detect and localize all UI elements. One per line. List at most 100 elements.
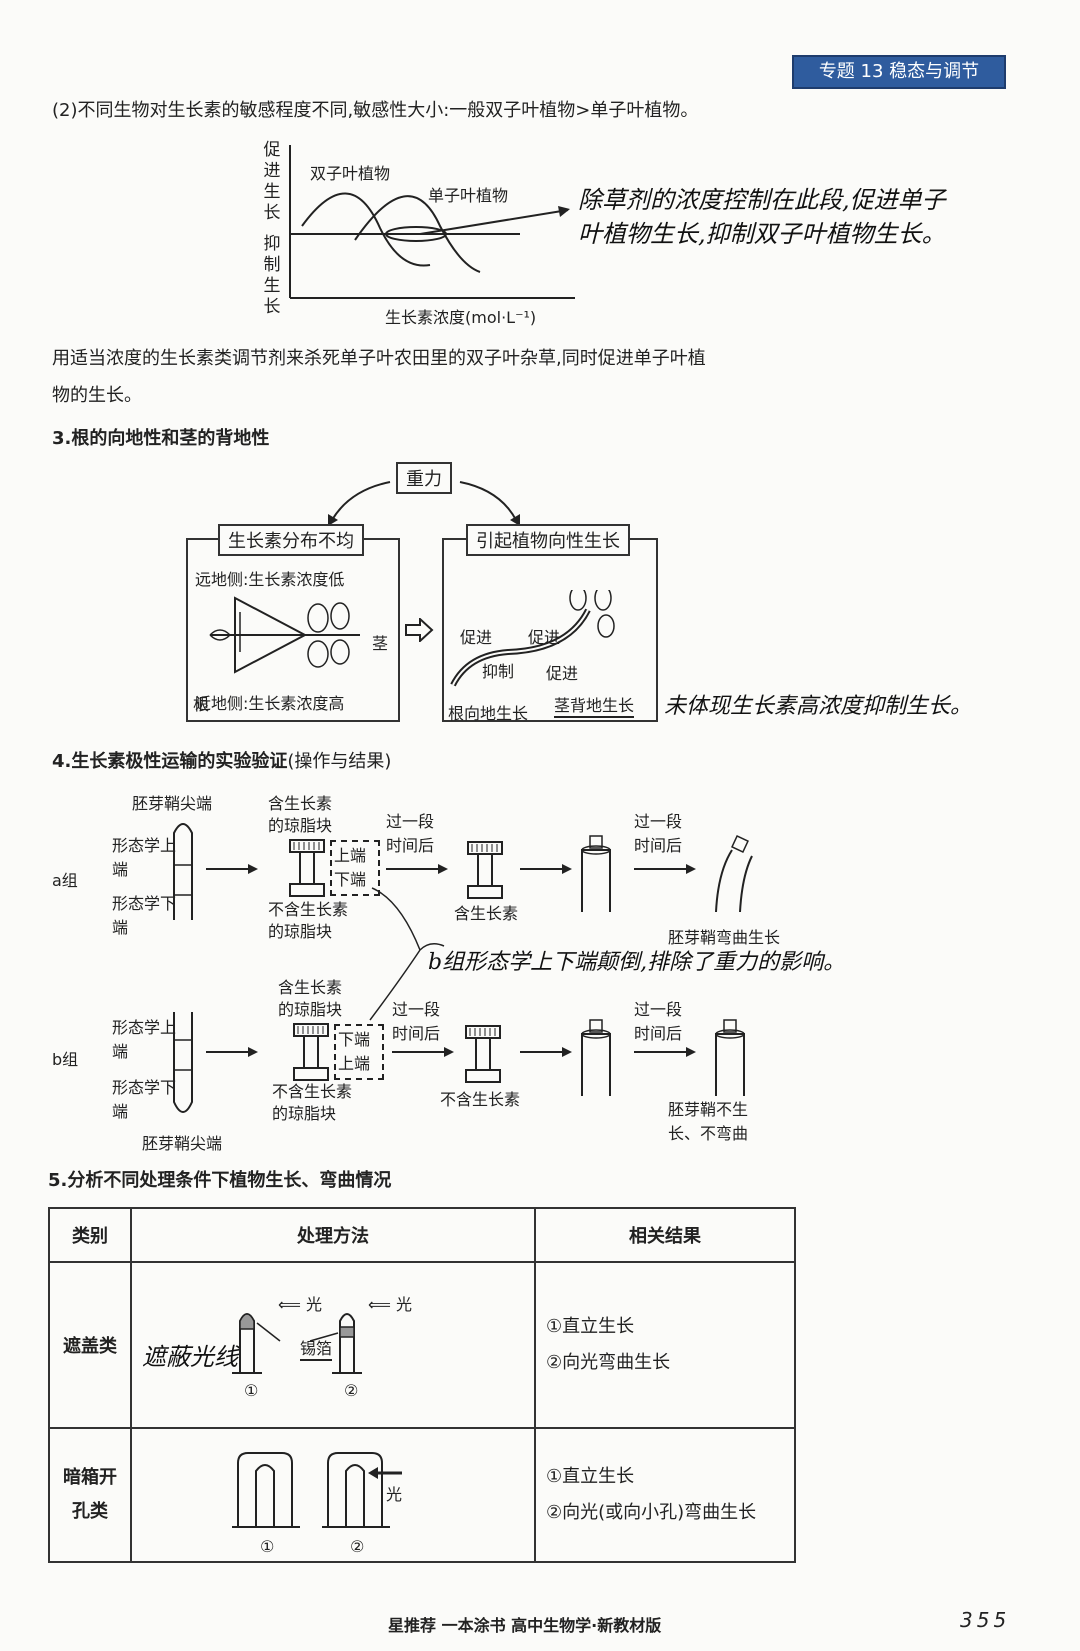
row2-result-2: ②向光(或向小孔)弯曲生长 xyxy=(546,1502,757,1523)
coleoptile-b xyxy=(173,1012,193,1113)
hollow-arrow xyxy=(405,618,434,642)
header-method: 处理方法 xyxy=(130,1207,536,1263)
table-row: 遮盖类 遮蔽光线 ⟸ 光 ⟸ 光 锡箔 ① ② ①直立生长 ②向光弯曲生长 xyxy=(48,1261,796,1429)
morph-upper-b: 形态学上端 xyxy=(112,1018,177,1061)
dark-box-setups xyxy=(232,1452,402,1528)
agar-result-b xyxy=(465,1025,501,1083)
arrow-a3 xyxy=(520,864,572,874)
range-ellipse xyxy=(385,226,447,242)
results-table: 类别 处理方法 相关结果 遮盖类 遮蔽光线 ⟸ 光 ⟸ 光 锡箔 ① ② ①直 xyxy=(48,1207,796,1563)
row2-num-2: ② xyxy=(350,1537,365,1556)
after-time-b1-2: 时间后 xyxy=(392,1024,441,1043)
gravity-arrows xyxy=(328,481,520,526)
lower-end-a: 下端 xyxy=(334,870,367,889)
root-geo-label: 根向地生长 xyxy=(448,704,529,723)
table-header-row: 类别 处理方法 相关结果 xyxy=(48,1207,796,1263)
contains-label-a: 含生长素 xyxy=(454,904,519,923)
result-b-1: 胚芽鞘不生 xyxy=(668,1100,749,1119)
group-a-label: a组 xyxy=(52,871,78,890)
footer-text: 星推荐 一本涂书 高中生物学·新教材版 xyxy=(388,1616,662,1635)
curved-coleoptile-a xyxy=(715,835,753,913)
sensitivity-graph xyxy=(289,145,575,299)
row2-category-2: 孔类 xyxy=(72,1501,108,1522)
para1: 用适当浓度的生长素类调节剂来杀死单子叶农田里的双子叶杂草,同时促进单子叶植 xyxy=(52,348,706,369)
tip-label-b: 胚芽鞘尖端 xyxy=(142,1134,223,1153)
arrow-to-note xyxy=(420,206,570,235)
row1-num-2: ② xyxy=(344,1381,359,1400)
agar-with-a-1: 含生长素 xyxy=(268,794,333,813)
tip-label-a: 胚芽鞘尖端 xyxy=(132,794,213,813)
gravity-box: 重力 xyxy=(396,462,452,494)
agar-setup-b xyxy=(293,1023,329,1081)
morph-lower-a: 形态学下端 xyxy=(112,894,177,937)
y-axis-bottom-label: 抑制生长 xyxy=(263,234,281,317)
far-side-label: 远地侧:生长素浓度低 xyxy=(195,570,345,589)
note-herbicide-1: 除草剂的浓度控制在此段,促进单子 xyxy=(578,186,946,214)
after-time-a1-2: 时间后 xyxy=(386,836,435,855)
decapitated-a xyxy=(581,835,611,912)
chapter-tag: 专题 13 稳态与调节 xyxy=(792,55,1006,89)
agar-with-a-2: 的琼脂块 xyxy=(268,816,333,835)
auxin-distribution-title: 生长素分布不均 xyxy=(218,524,364,556)
note-connector xyxy=(369,887,445,1021)
seedling-curved xyxy=(450,590,615,687)
agar-with-b-1: 含生长素 xyxy=(278,978,343,997)
agar-without-b-1: 不含生长素 xyxy=(272,1082,353,1101)
straight-coleoptile-b xyxy=(715,1019,745,1096)
after-time-a1-1: 过一段 xyxy=(386,812,435,831)
dicot-curve xyxy=(301,192,431,267)
dicot-label: 双子叶植物 xyxy=(310,164,391,183)
arrow-b3 xyxy=(520,1047,572,1057)
lower-end-b: 下端 xyxy=(338,1030,371,1049)
row1-result-2: ②向光弯曲生长 xyxy=(546,1352,671,1373)
section4-title-sub: (操作与结果) xyxy=(287,751,392,772)
monocot-label: 单子叶植物 xyxy=(428,186,509,205)
row1-num-1: ① xyxy=(244,1381,259,1400)
tropism-title: 引起植物向性生长 xyxy=(466,524,630,556)
x-axis-label: 生长素浓度(mol·L⁻¹) xyxy=(385,308,537,327)
header-category: 类别 xyxy=(48,1207,132,1263)
row1-light-text-1: 光 xyxy=(306,1295,323,1314)
agar-without-a-1: 不含生长素 xyxy=(268,900,349,919)
section3-title: 3.根的向地性和茎的背地性 xyxy=(52,428,270,449)
agar-without-b-2: 的琼脂块 xyxy=(272,1104,337,1123)
inhibit-label: 抑制 xyxy=(482,662,515,681)
page-number: 355 xyxy=(960,1608,1011,1632)
stem-label: 茎 xyxy=(372,634,389,653)
agar-without-a-2: 的琼脂块 xyxy=(268,922,333,941)
after-time-b1-1: 过一段 xyxy=(392,1000,441,1019)
upper-end-b: 上端 xyxy=(338,1054,371,1073)
coleoptile-a xyxy=(173,823,193,920)
arrow-a1 xyxy=(206,864,258,874)
section2-text: (2)不同生物对生长素的敏感程度不同,敏感性大小:一般双子叶植物>单子叶植物。 xyxy=(52,100,699,121)
foil-seedlings xyxy=(232,1313,362,1374)
arrow-b1 xyxy=(206,1047,258,1057)
section5-title: 5.分析不同处理条件下植物生长、弯曲情况 xyxy=(48,1170,392,1191)
row1-category: 遮盖类 xyxy=(48,1261,132,1429)
row1-result: ①直立生长 ②向光弯曲生长 xyxy=(534,1261,796,1429)
row2-result: ①直立生长 ②向光(或向小孔)弯曲生长 xyxy=(534,1427,796,1563)
after-time-b2-1: 过一段 xyxy=(634,1000,683,1019)
foil-label: 锡箔 xyxy=(300,1335,333,1361)
arrow-b2 xyxy=(392,1047,454,1057)
table-row: 暗箱开 孔类 光 ① ② ①直立生长 ②向光(或向小孔)弯曲生长 xyxy=(48,1427,796,1563)
after-time-b2-2: 时间后 xyxy=(634,1024,683,1043)
row1-light-2: ⟸ 光 xyxy=(368,1295,413,1314)
header-result: 相关结果 xyxy=(534,1207,796,1263)
row1-method: 遮蔽光线 ⟸ 光 ⟸ 光 锡箔 ① ② xyxy=(130,1261,536,1429)
group-b-label: b组 xyxy=(52,1050,79,1069)
promote-label-2: 促进 xyxy=(528,628,561,647)
y-axis-top-label: 促进生长 xyxy=(263,140,281,223)
note-polarity: b组形态学上下端颠倒,排除了重力的影响。 xyxy=(428,950,846,975)
row2-result-1: ①直立生长 xyxy=(546,1466,635,1487)
not-contains-label-b: 不含生长素 xyxy=(440,1090,521,1109)
section4-title: 4.生长素极性运输的实验验证(操作与结果) xyxy=(52,747,391,773)
note-herbicide-2: 叶植物生长,抑制双子叶植物生长。 xyxy=(578,220,946,248)
arrow-a4 xyxy=(634,864,696,874)
agar-result-a xyxy=(467,841,503,899)
near-side-label: 近地侧:生长素浓度高 xyxy=(195,694,345,713)
after-time-a2-2: 时间后 xyxy=(634,836,683,855)
note-tropism: 未体现生长素高浓度抑制生长。 xyxy=(664,694,973,719)
para2: 物的生长。 xyxy=(52,385,142,406)
row2-method: 光 ① ② xyxy=(130,1427,536,1563)
